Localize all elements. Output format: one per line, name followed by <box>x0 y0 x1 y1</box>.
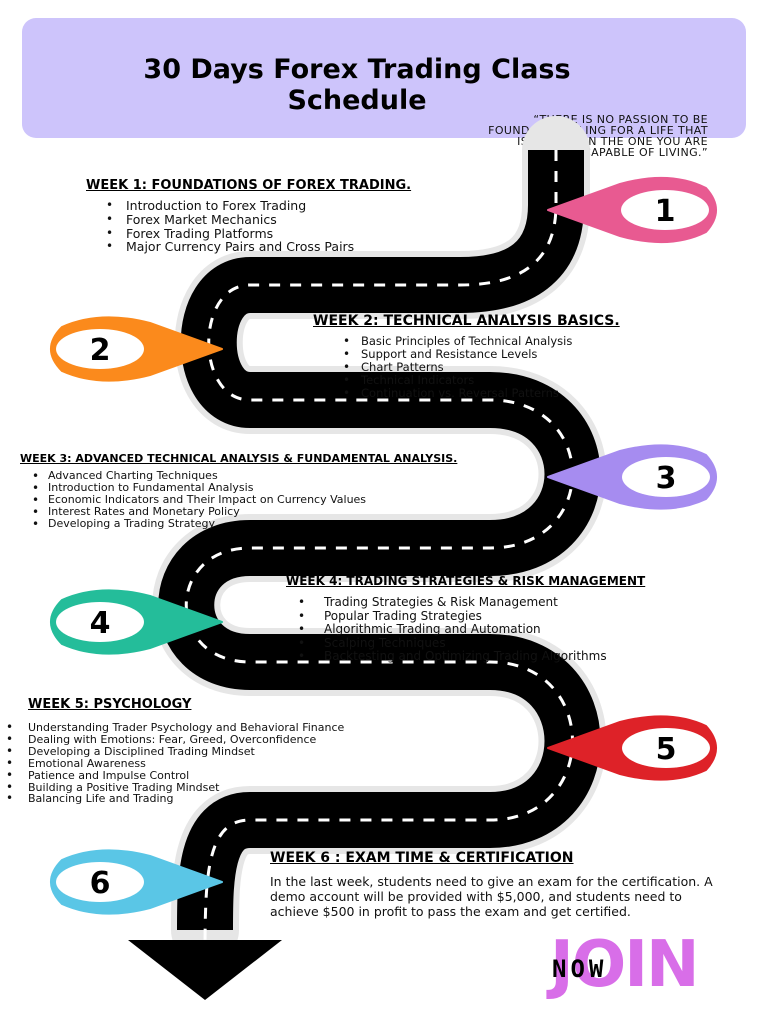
marker-4-disc <box>56 602 144 642</box>
marker-5-disc <box>622 728 710 768</box>
join-text: JOIN <box>550 928 700 1002</box>
week-3-title: WEEK 3: ADVANCED TECHNICAL ANALYSIS & FU… <box>20 452 458 465</box>
list-item: Dealing with Emotions: Fear, Greed, Over… <box>2 734 344 746</box>
title-line-2: Schedule <box>287 85 427 116</box>
list-item: Introduction to Fundamental Analysis <box>20 482 457 495</box>
quote-line-1: “THERE IS NO PASSION TO BE <box>533 113 708 126</box>
week-6-body: In the last week, students need to give … <box>270 874 713 919</box>
marker-2: 2 <box>50 316 223 382</box>
week-5-title: WEEK 5: PSYCHOLOGY <box>28 697 192 712</box>
list-item: Trading Strategies & Risk Management <box>286 595 645 610</box>
road-surface <box>158 150 601 931</box>
list-item: Patience and Impulse Control <box>2 769 344 782</box>
quote: “THERE IS NO PASSION TO BE FOUND IN SETT… <box>448 114 708 158</box>
week-6-section: WEEK 6 : EXAM TIME & CERTIFICATION In th… <box>270 850 730 919</box>
marker-6-disc <box>56 862 144 902</box>
list-item: Technical Indicators <box>313 374 620 388</box>
week-3-list: Advanced Charting Techniques Introductio… <box>20 470 457 531</box>
now-text: NOW <box>552 955 608 983</box>
list-item: Support and Resistance Levels <box>313 348 620 362</box>
list-item: Advanced Charting Techniques <box>20 470 457 483</box>
list-item: Algorithmic Trading and Automation <box>286 622 645 637</box>
quote-line-3: IS LESS THAN THE ONE YOU ARE <box>517 135 708 148</box>
road-arrow-head <box>128 940 282 1000</box>
list-item: Building a Positive Trading Mindset <box>2 781 344 794</box>
list-item: Chart Patterns <box>313 361 620 375</box>
list-item: Developing a Disciplined Trading Mindset <box>2 745 344 758</box>
marker-5-label: 5 <box>656 732 677 767</box>
marker-2-disc <box>56 329 144 369</box>
quote-line-4: CAPABLE OF LIVING.” <box>583 146 708 159</box>
week-4-title: WEEK 4: TRADING STRATEGIES & RISK MANAGE… <box>286 574 646 588</box>
marker-3: 3 <box>547 444 717 510</box>
marker-5: 5 <box>547 715 717 781</box>
list-item: Backtesting and Optimizing Trading Algor… <box>286 649 645 664</box>
list-item: Forex Trading Platforms <box>86 226 411 241</box>
marker-3-label: 3 <box>656 461 677 496</box>
week-1-section: WEEK 1: FOUNDATIONS OF FOREX TRADING. In… <box>86 178 411 254</box>
list-item: Emotional Awareness <box>2 757 344 770</box>
marker-4-label: 4 <box>90 606 111 641</box>
list-item: Understanding Trader Psychology and Beha… <box>2 722 344 734</box>
list-item: Forex Market Mechanics <box>86 212 411 227</box>
list-item: Economic Indicators and Their Impact on … <box>20 494 457 507</box>
list-item: Balancing Life and Trading <box>2 793 344 805</box>
week-6-title: WEEK 6 : EXAM TIME & CERTIFICATION <box>270 850 574 866</box>
list-item: Continuation vs. Reversal Patterns <box>313 387 620 401</box>
marker-1-disc <box>621 190 709 230</box>
list-item: Introduction to Forex Trading <box>86 199 411 213</box>
week-1-title: WEEK 1: FOUNDATIONS OF FOREX TRADING. <box>86 178 412 193</box>
week-4-section: WEEK 4: TRADING STRATEGIES & RISK MANAGE… <box>286 574 645 664</box>
week-4-list: Trading Strategies & Risk Management Pop… <box>286 595 645 664</box>
week-2-section: WEEK 2: TECHNICAL ANALYSIS BASICS. Basic… <box>313 313 620 400</box>
title-line-1: 30 Days Forex Trading Class <box>143 54 571 85</box>
page-title: 30 Days Forex Trading Class Schedule <box>22 54 692 116</box>
marker-6: 6 <box>50 849 223 915</box>
join-now-cta[interactable]: JOIN NOW <box>550 930 740 1010</box>
week-5-list: Understanding Trader Psychology and Beha… <box>2 722 344 806</box>
marker-3-disc <box>622 457 710 497</box>
week-1-list: Introduction to Forex Trading Forex Mark… <box>86 199 411 254</box>
marker-1: 1 <box>547 176 717 244</box>
list-item: Developing a Trading Strategy <box>20 518 457 531</box>
week-2-list: Basic Principles of Technical Analysis S… <box>313 335 620 401</box>
list-item: Basic Principles of Technical Analysis <box>313 335 620 349</box>
marker-1-label: 1 <box>655 194 676 229</box>
week-3-section: WEEK 3: ADVANCED TECHNICAL ANALYSIS & FU… <box>20 452 457 530</box>
list-item: Scalping Techniques <box>286 636 645 651</box>
week-5-section: WEEK 5: PSYCHOLOGY Understanding Trader … <box>2 697 344 805</box>
week-2-title: WEEK 2: TECHNICAL ANALYSIS BASICS. <box>313 313 620 329</box>
road-dashes <box>184 150 574 966</box>
list-item: Popular Trading Strategies <box>286 609 645 624</box>
header-banner: 30 Days Forex Trading Class Schedule “TH… <box>22 18 746 158</box>
list-item: Major Currency Pairs and Cross Pairs <box>86 240 411 254</box>
marker-6-label: 6 <box>90 866 111 901</box>
list-item: Interest Rates and Monetary Policy <box>20 506 457 519</box>
marker-4: 4 <box>50 589 223 655</box>
marker-2-label: 2 <box>90 333 111 368</box>
quote-line-2: FOUND IN SETTLING FOR A LIFE THAT <box>488 124 708 137</box>
